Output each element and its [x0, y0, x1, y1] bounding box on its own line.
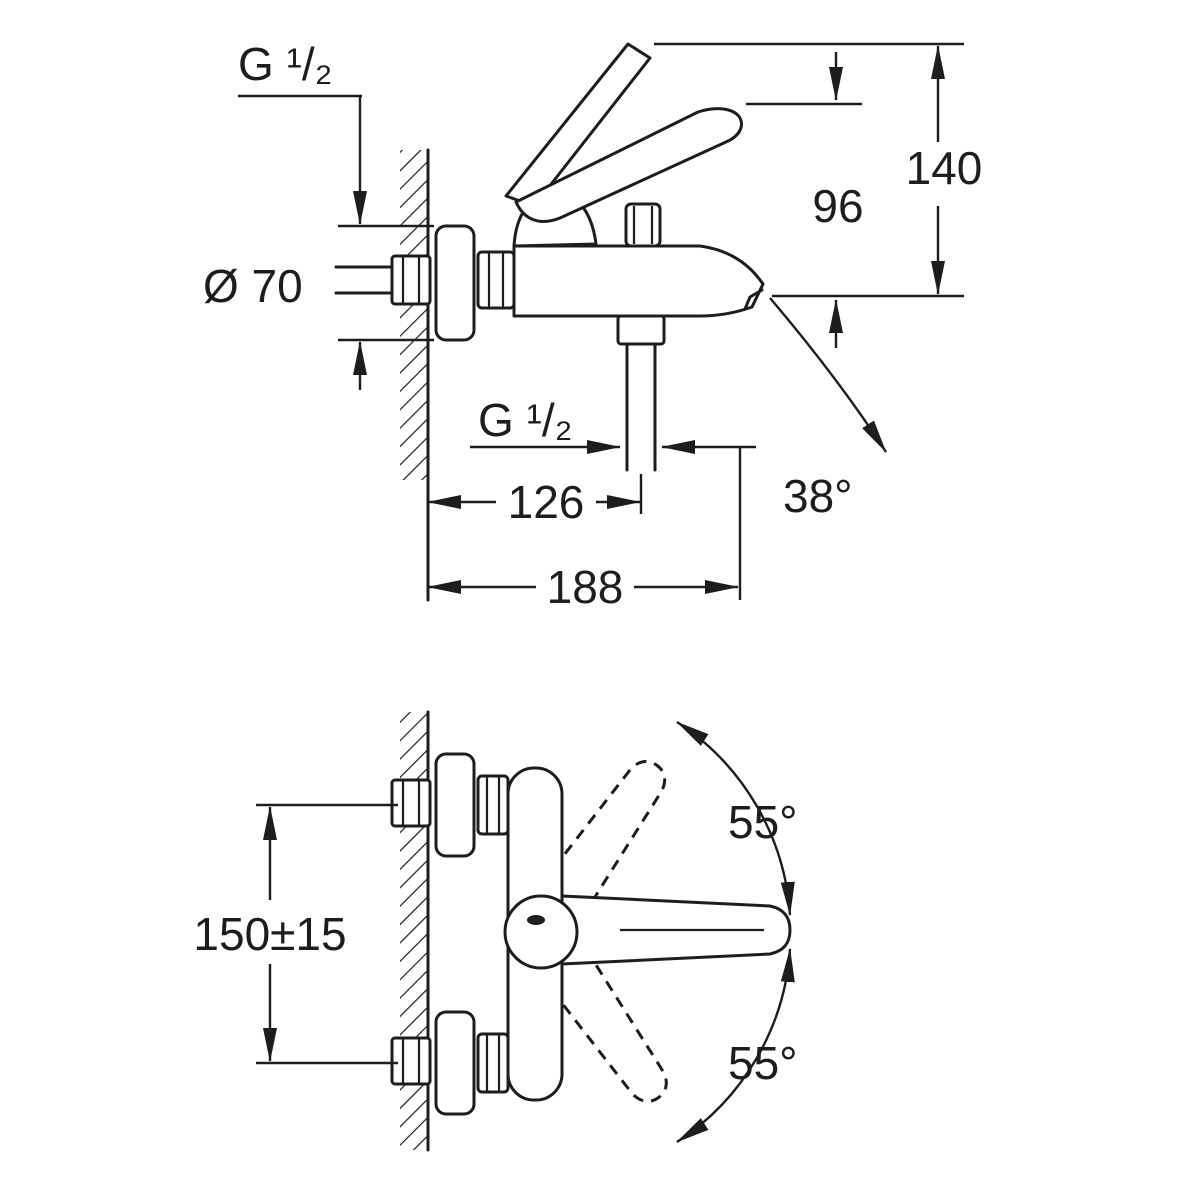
lower-connection: [390, 1010, 510, 1116]
wall-hatch: [400, 150, 428, 480]
side-view: G ¹/₂ Ø 70 140 96 G ¹/₂: [203, 38, 982, 613]
dimension-hose-thread: G ¹/₂: [470, 394, 756, 454]
label-swing-upper: 55°: [728, 796, 798, 848]
dimension-height-closed: 96: [746, 52, 864, 348]
dimension-connection-spacing: 150±15: [193, 803, 398, 1065]
wall-union-nut: [390, 254, 432, 306]
label-spout-projection: 188: [547, 561, 624, 613]
handle-lever: [514, 107, 743, 223]
supply-pipe: [334, 265, 396, 295]
label-height-closed: 96: [812, 180, 863, 232]
connector-nut: [476, 250, 516, 310]
handle-plan: [560, 894, 792, 966]
dimension-swing-upper: 55°: [676, 720, 798, 916]
faucet-body: [512, 244, 765, 318]
label-hose-projection: 126: [508, 476, 585, 528]
dimension-swing-lower: 55°: [676, 948, 798, 1144]
dimension-hose-projection: 126: [427, 474, 643, 528]
escutcheon: [434, 224, 476, 342]
dimension-escutcheon-diameter: Ø 70: [203, 224, 434, 390]
cartridge-cap: [503, 894, 579, 970]
label-hose-thread: G ¹/₂: [478, 394, 573, 446]
label-connection-spacing: 150±15: [193, 908, 346, 960]
dimension-spout-projection: 188: [427, 448, 742, 613]
dimension-height-open: 140: [654, 42, 983, 298]
hose-nut: [616, 314, 666, 346]
shower-hose: [616, 314, 666, 472]
label-swing-lower: 55°: [728, 1037, 798, 1089]
label-spout-angle: 38°: [783, 470, 853, 522]
dimension-wall-thread: G ¹/₂: [238, 38, 367, 225]
plan-view: 150±15 55° 55°: [193, 710, 798, 1152]
label-height-open: 140: [906, 142, 983, 194]
diverter-knob: [624, 202, 662, 248]
spout-outlet-detail: [743, 288, 764, 311]
handle-position-lower: [529, 931, 668, 1103]
handle-position-upper: [527, 760, 667, 932]
wall-section: [400, 148, 430, 602]
temperature-marker: [527, 915, 545, 925]
dimension-spout-angle: 38°: [769, 297, 888, 522]
label-escutcheon-diameter: Ø 70: [203, 260, 303, 312]
upper-connection: [390, 752, 510, 858]
label-wall-thread: G ¹/₂: [238, 38, 333, 90]
